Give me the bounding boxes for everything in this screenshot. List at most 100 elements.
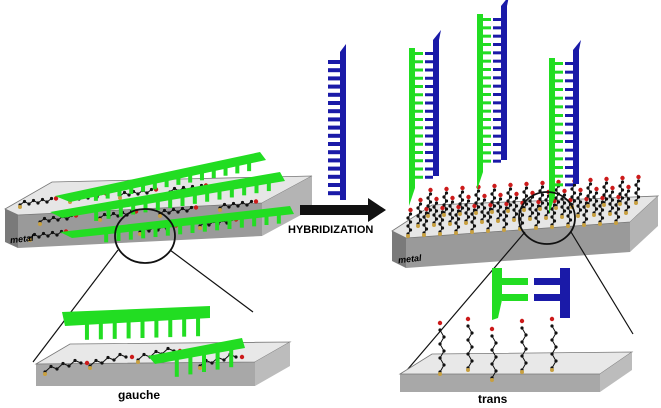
carbon-atom [566, 214, 570, 218]
carbon-atom [614, 211, 618, 215]
carbon-atom [586, 194, 590, 198]
probe-strand [50, 172, 285, 221]
target-base [493, 68, 501, 71]
target-base [328, 76, 340, 81]
carbon-atom [604, 197, 609, 201]
surface-anchor [576, 214, 580, 218]
target-base [425, 76, 433, 80]
carbon-atom [544, 206, 548, 210]
probe-base [483, 43, 491, 46]
carbon-atom [55, 367, 59, 371]
carbon-atom [476, 197, 481, 201]
surface-anchor [560, 215, 564, 219]
carbon-atom [504, 214, 509, 218]
target-base [328, 133, 340, 138]
carbon-atom [498, 213, 503, 217]
carbon-atom [524, 186, 529, 190]
carbon-atom [626, 197, 631, 201]
base-tooth [217, 187, 222, 200]
base-tooth [239, 216, 244, 228]
target-base [493, 51, 501, 55]
base-tooth [188, 354, 193, 375]
surface-anchor [458, 212, 462, 216]
carbon-atom [210, 361, 214, 365]
carbon-atom [458, 202, 462, 206]
base-tooth [106, 206, 111, 219]
surface-anchor [406, 234, 410, 238]
carbon-atom [438, 328, 442, 332]
base-tooth [196, 314, 201, 337]
carbon-atom [456, 225, 461, 229]
carbon-atom [106, 355, 110, 360]
carbon-atom [494, 355, 498, 359]
base-tooth [164, 175, 169, 188]
oxygen-atom [466, 194, 471, 200]
right-duplexes [409, 0, 581, 214]
carbon-atom [428, 200, 433, 204]
carbon-atom [588, 198, 593, 202]
surface-anchor [432, 223, 436, 227]
target-base [328, 142, 340, 146]
carbon-atom [50, 230, 55, 235]
probe-base [415, 142, 423, 146]
carbon-atom [454, 221, 458, 225]
probe-tail [409, 188, 415, 206]
carbon-atom [490, 348, 494, 352]
oxygen-atom [437, 320, 443, 326]
base-tooth [105, 186, 110, 199]
target-backbone [433, 40, 439, 176]
surface-anchor [602, 203, 606, 207]
base-tooth [235, 161, 240, 174]
carbon-atom [618, 192, 622, 196]
base-tooth [254, 181, 259, 194]
carbon-atom [448, 204, 452, 208]
surface-anchor [582, 223, 586, 227]
surface-anchor [448, 222, 452, 226]
carbon-atom [618, 184, 622, 188]
carbon-atom [502, 210, 506, 214]
carbon-atom [118, 352, 122, 357]
carbon-atom [626, 189, 631, 193]
carbon-atom [490, 362, 494, 366]
probe-base [483, 76, 491, 80]
carbon-atom [604, 181, 609, 185]
target-base [328, 174, 340, 179]
probe-base [415, 151, 423, 154]
target-base [565, 105, 573, 109]
carbon-atom [189, 205, 194, 210]
target-base [328, 68, 340, 73]
carbon-atom [592, 203, 596, 207]
dna-duplex [477, 0, 509, 190]
probe-base [555, 148, 563, 152]
target-base [565, 131, 573, 135]
target-base [328, 166, 340, 171]
base-tooth [116, 230, 121, 241]
carbon-atom [556, 200, 561, 204]
carbon-atom [434, 201, 439, 205]
base-tooth [199, 168, 204, 181]
probe-base [483, 109, 491, 113]
probe-base [555, 122, 563, 126]
carbon-atom [524, 361, 528, 365]
carbon-atom [536, 212, 541, 216]
carbon-atom [442, 195, 446, 199]
oxygen-atom [239, 354, 245, 360]
target-base [565, 62, 573, 65]
carbon-atom [604, 189, 609, 193]
carbon-atom [554, 345, 558, 349]
target-base [565, 157, 573, 161]
probe-base [555, 105, 563, 109]
carbon-atom [36, 201, 40, 205]
carbon-atom [544, 198, 548, 202]
carbon-atom [582, 213, 586, 217]
carbon-atom [32, 232, 37, 237]
target-base [328, 158, 340, 163]
carbon-atom [444, 199, 449, 203]
carbon-atom [540, 185, 545, 189]
inset-trans-linkers [437, 316, 558, 382]
target-base [328, 101, 340, 105]
carbon-atom [550, 338, 554, 342]
carbon-atom [147, 229, 151, 233]
carbon-atom [466, 338, 470, 342]
carbon-atom [470, 212, 474, 216]
